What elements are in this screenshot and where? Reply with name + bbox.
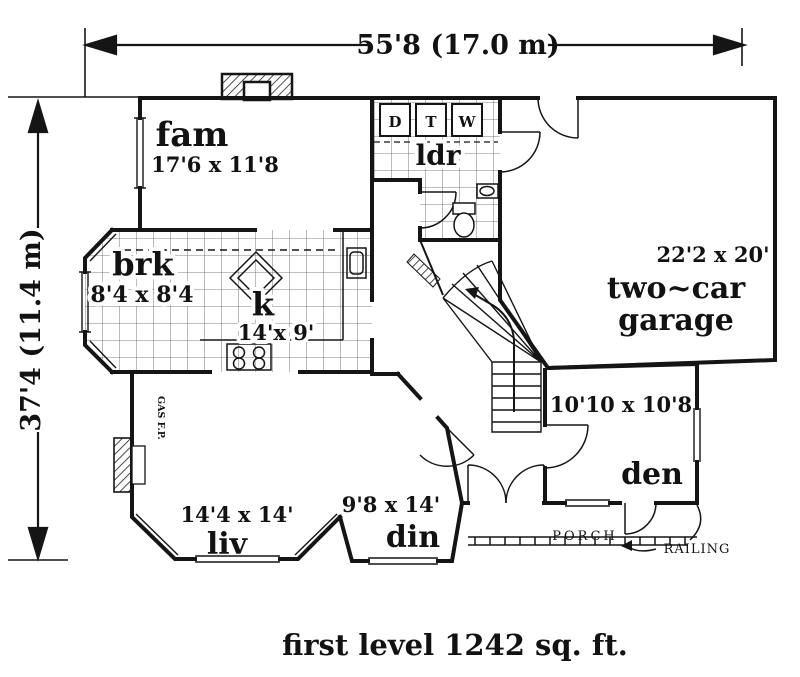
room-label-garage-2: garage — [618, 303, 734, 338]
room-label-ldr: ldr — [416, 139, 462, 172]
fireplace-label: GAS F.P. — [155, 396, 166, 440]
room-size-kitchen: 14'x 9' — [238, 320, 315, 345]
arrowhead-right-icon — [712, 34, 748, 56]
walls — [83, 96, 777, 563]
room-label-den: den — [621, 457, 683, 492]
room-label-garage-1: two~car — [607, 271, 747, 306]
room-size-brk: 8'4 x 8'4 — [90, 282, 193, 308]
kitchen-breakfast-tile — [85, 230, 372, 372]
brk-window — [79, 271, 91, 333]
liv-bay-windows — [135, 513, 338, 563]
railing-arrow-icon — [621, 540, 632, 551]
room-label-liv: liv — [207, 527, 249, 562]
counter — [200, 232, 344, 341]
island-inner — [236, 258, 276, 298]
garage-entry-door — [537, 97, 579, 139]
room-label-din: din — [386, 520, 440, 555]
arrowhead-up-icon — [27, 98, 49, 134]
fam-window — [134, 117, 146, 189]
dimension-height-label: 37'4 (11.4 m) — [16, 228, 47, 431]
island — [228, 250, 284, 306]
porch-label: PORCH — [552, 529, 617, 544]
dimension-lines — [8, 28, 748, 562]
dryer — [379, 103, 411, 137]
fireplace — [113, 437, 146, 493]
stairs — [442, 260, 542, 433]
toilet — [453, 212, 475, 238]
bath-fixtures — [452, 183, 499, 238]
appliance-label-w: W — [458, 113, 477, 131]
stair-hall-wall — [419, 239, 444, 296]
hatched-wall-stub — [406, 253, 441, 288]
plan-caption: first level 1242 sq. ft. — [282, 628, 628, 662]
den-door — [544, 424, 589, 469]
washer — [451, 103, 483, 137]
room-size-fam: 17'6 x 11'8 — [151, 152, 279, 177]
arrowhead-down-icon — [27, 526, 49, 562]
din-window — [368, 557, 438, 565]
room-size-din: 9'8 x 14' — [342, 492, 440, 517]
arrowhead-left-icon — [82, 34, 118, 56]
french-door-left — [467, 464, 507, 504]
room-label-fam: fam — [156, 115, 229, 155]
railing-label: RAILING — [664, 542, 731, 557]
kitchen-fixtures — [124, 232, 367, 371]
room-label-kitchen: k — [252, 285, 275, 323]
bath-door — [419, 191, 457, 229]
room-size-den: 10'10 x 10'8 — [550, 392, 692, 417]
french-door-right — [505, 464, 545, 504]
room-size-garage: 22'2 x 20' — [656, 242, 769, 267]
appliance-label-t: T — [425, 113, 437, 131]
den-porch-door — [624, 502, 657, 535]
laundry-tub — [415, 103, 447, 137]
porch-railing — [468, 504, 702, 552]
doors — [419, 97, 657, 535]
dining-door — [419, 427, 475, 468]
stair-arrow-icon — [465, 287, 479, 299]
den-windows — [565, 408, 701, 507]
brk-bay-windows — [89, 233, 117, 369]
room-label-brk: brk — [112, 245, 174, 283]
windows — [79, 117, 701, 565]
appliance-label-d: D — [388, 113, 401, 131]
dimension-width-label: 55'8 (17.0 m) — [356, 30, 559, 61]
laundry-appliances — [374, 103, 498, 143]
chimney — [220, 72, 294, 102]
kitchen-sink — [346, 247, 367, 279]
room-size-liv: 14'4 x 14' — [180, 502, 293, 527]
laundry-garage-door — [499, 131, 541, 173]
stove — [226, 343, 272, 371]
